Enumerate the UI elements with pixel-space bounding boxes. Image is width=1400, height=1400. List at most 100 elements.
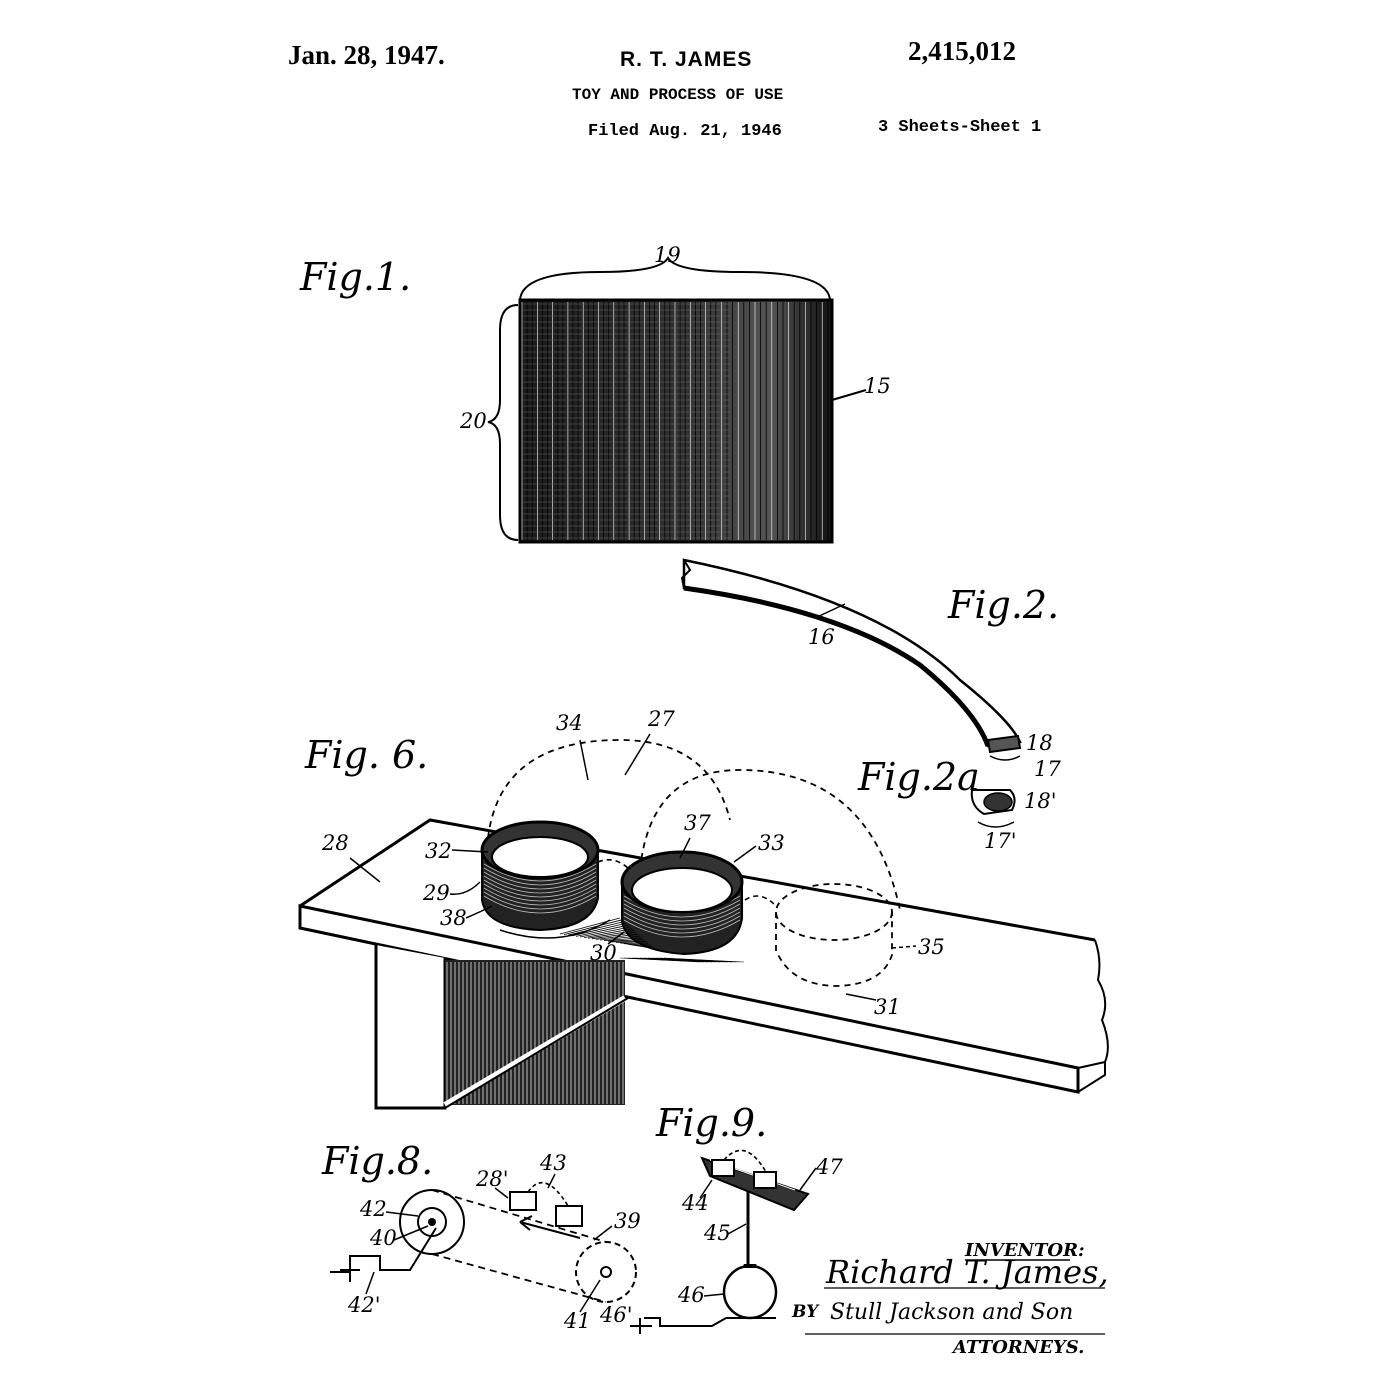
attorneys-caption: ATTORNEYS. <box>953 1337 1085 1358</box>
patent-title: TOY AND PROCESS OF USE <box>572 86 784 104</box>
label-32: 32 <box>425 839 452 863</box>
belt-top <box>431 1189 607 1243</box>
coil-ring <box>483 883 597 902</box>
brace-19 <box>519 255 831 301</box>
belt-block-1 <box>509 1191 537 1211</box>
fig9-caption: Fig.9. <box>655 1101 767 1145</box>
leader-16 <box>814 603 846 619</box>
label-18-prime: 18' <box>1024 789 1057 813</box>
brace-17-prime <box>977 821 1015 828</box>
label-44: 44 <box>681 1191 709 1215</box>
label-45: 45 <box>703 1221 731 1245</box>
hatch-line <box>663 957 745 963</box>
label-42-prime: 42' <box>347 1293 381 1317</box>
coil-ring <box>623 919 741 938</box>
hatch-line <box>607 939 645 942</box>
label-41: 41 <box>563 1309 591 1333</box>
label-16: 16 <box>808 625 835 649</box>
tray-block-1 <box>711 1159 735 1177</box>
label-38: 38 <box>440 906 467 930</box>
ghost-coil-body <box>775 912 893 987</box>
motor-46 <box>722 1264 778 1320</box>
coil-ring <box>623 899 741 918</box>
wire-piece-end <box>983 792 1013 812</box>
hatch-line <box>599 935 641 941</box>
inventor-caption: INVENTOR: <box>965 1240 1085 1261</box>
label-35: 35 <box>918 935 945 959</box>
label-28-prime: 28' <box>475 1167 509 1191</box>
by-label: BY <box>792 1302 819 1322</box>
label-37: 37 <box>684 811 711 835</box>
label-19: 19 <box>654 243 681 267</box>
table-top-back-edge <box>299 818 1096 942</box>
coil-ring <box>483 875 597 894</box>
brace-17 <box>989 755 1021 761</box>
patent-date: Jan. 28, 1947. <box>288 40 445 70</box>
motor-wire <box>644 1317 727 1327</box>
fig2a-caption: Fig.2a <box>857 755 980 799</box>
patent-number: 2,415,012 <box>908 36 1016 66</box>
hatch-line <box>603 937 643 941</box>
coil-ring <box>483 887 597 906</box>
hatch-line <box>591 932 637 940</box>
coil-ring <box>483 863 597 882</box>
hatch-line <box>627 943 655 949</box>
motion-arc-2 <box>639 769 901 911</box>
inventor-name-header: R. T. JAMES <box>620 48 753 71</box>
fig6-caption: Fig. 6. <box>304 733 428 777</box>
wire-break <box>680 559 692 589</box>
coil-ring <box>623 903 741 922</box>
leader-15 <box>831 389 867 401</box>
label-18: 18 <box>1026 731 1053 755</box>
tray-block-2 <box>753 1171 777 1189</box>
sheet-count: 3 Sheets-Sheet 1 <box>878 118 1042 137</box>
label-15: 15 <box>864 374 891 398</box>
coil-stack <box>518 298 834 544</box>
coil-spring-left <box>480 820 611 939</box>
hatch-line <box>575 924 629 937</box>
fig2-drawing: Fig.2. 16 18 17 Fig.2a 18' 17' <box>680 558 1061 853</box>
hatch-line <box>563 919 623 935</box>
coil-ring <box>483 871 597 890</box>
direction-arrow <box>519 1221 581 1239</box>
coil-ring <box>483 867 597 886</box>
coil-ring <box>623 911 741 930</box>
inventor-signature: Richard T. James, <box>826 1253 1109 1291</box>
coil-spring-right <box>620 850 744 956</box>
fig2-caption: Fig.2. <box>947 583 1059 627</box>
label-33: 33 <box>758 831 785 855</box>
hatch-line <box>615 942 649 944</box>
label-28: 28 <box>321 831 349 855</box>
coil-ring <box>483 895 597 914</box>
coil-lines <box>521 302 829 540</box>
fig1-caption: Fig.1. <box>299 255 411 299</box>
hatch-line <box>567 921 625 936</box>
step-support-front <box>374 945 447 1110</box>
label-17-prime: 17' <box>984 829 1017 853</box>
label-34: 34 <box>556 711 583 735</box>
filing-date: Filed Aug. 21, 1946 <box>588 122 782 141</box>
hatch-line <box>587 930 635 939</box>
coil-ring <box>623 915 741 934</box>
coil-ring <box>483 891 597 910</box>
belt-block-2 <box>555 1205 583 1227</box>
label-46-prime: 46' <box>599 1303 633 1327</box>
wire-cross-section <box>986 734 1022 754</box>
label-29: 29 <box>422 881 450 905</box>
label-27: 27 <box>647 707 675 731</box>
table-break-line <box>1077 939 1109 1069</box>
label-47: 47 <box>815 1155 843 1179</box>
label-17: 17 <box>1034 757 1061 781</box>
label-43: 43 <box>539 1151 567 1175</box>
label-31: 31 <box>874 995 901 1019</box>
label-42: 42 <box>359 1197 387 1221</box>
fig8-caption: Fig.8. <box>321 1139 433 1183</box>
label-40: 40 <box>369 1226 397 1250</box>
label-20: 20 <box>459 409 487 433</box>
fig8-drawing: Fig.8. 43 28' 42 40 39 42' 41 <box>321 1139 641 1333</box>
hatch-line <box>559 917 621 935</box>
label-30: 30 <box>590 941 617 965</box>
attorney-signature: Stull Jackson and Son <box>830 1300 1074 1325</box>
wire-edge <box>683 585 991 747</box>
